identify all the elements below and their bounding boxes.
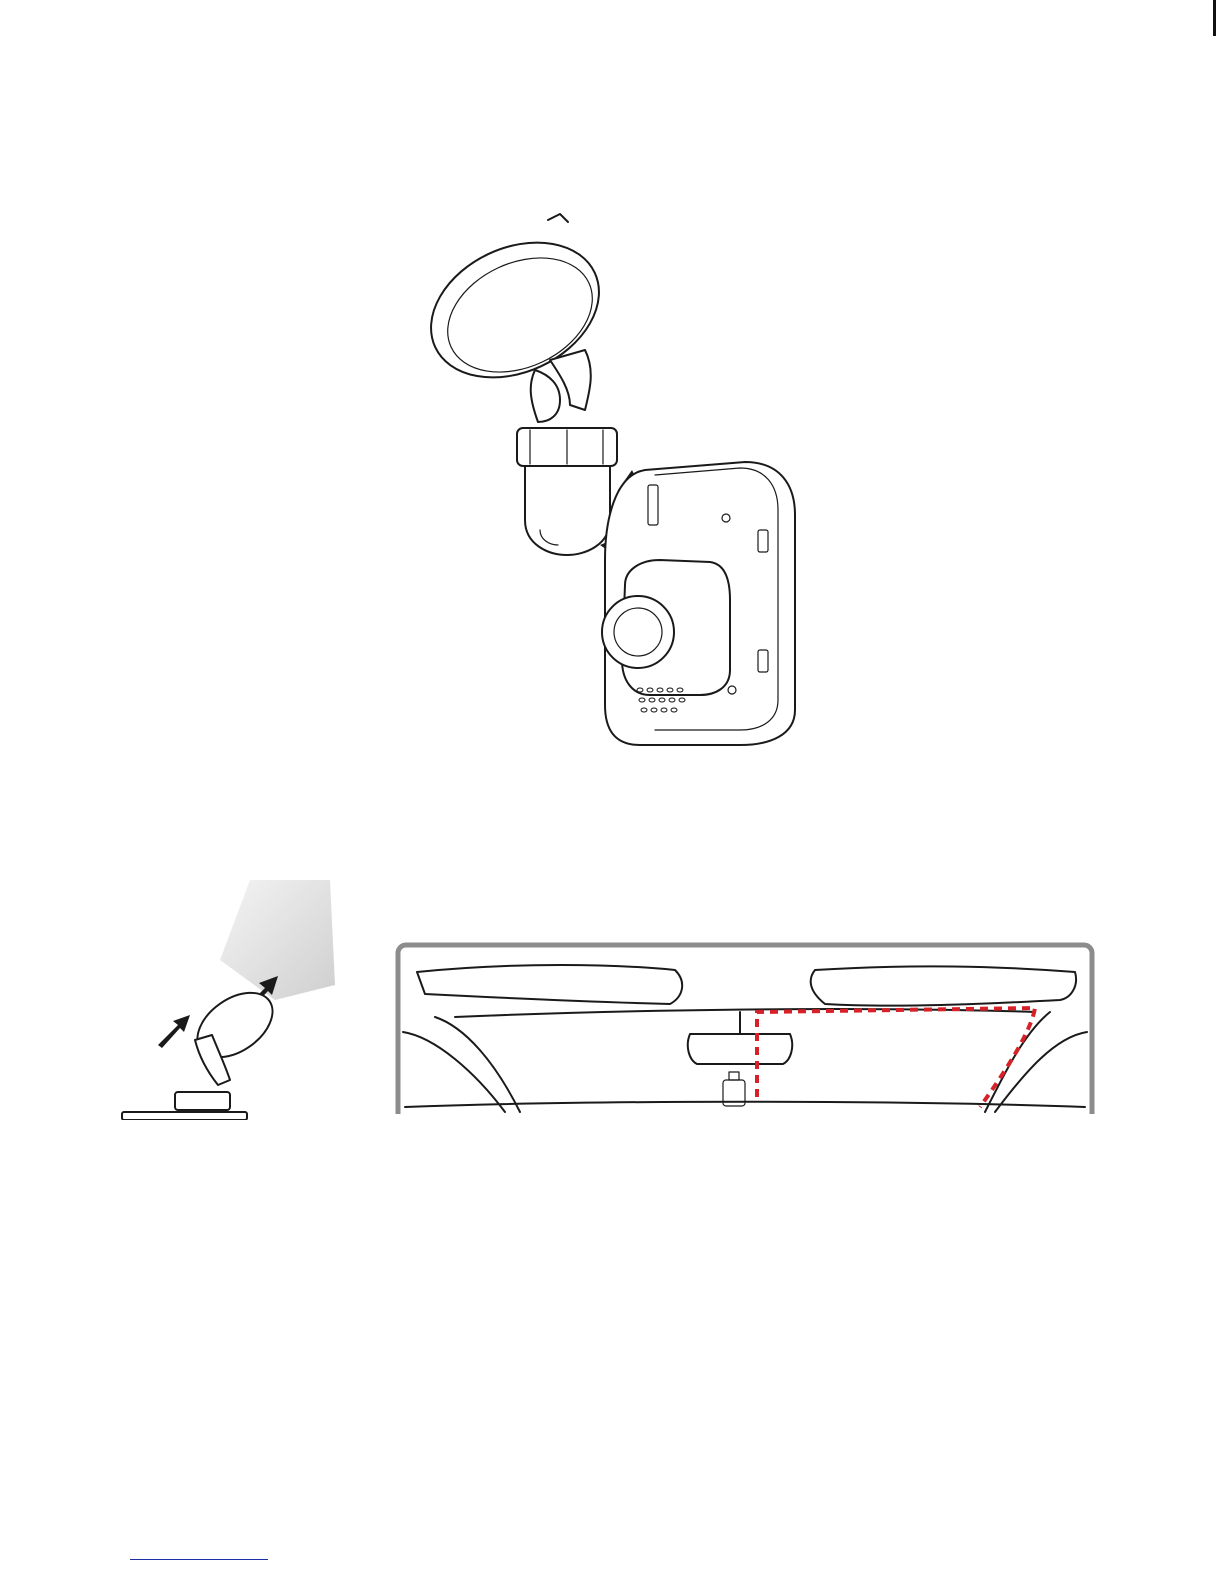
dashcam-with-suction-mount-icon	[410, 200, 810, 760]
cable-routing-figure	[395, 942, 1095, 1114]
suction-cup-apply-icon	[100, 880, 360, 1120]
car-interior-cable-route-icon	[395, 942, 1095, 1114]
mount-attach-figure	[410, 200, 810, 760]
suction-cup-press-figure	[100, 880, 360, 1120]
footer-link-underline	[130, 1559, 268, 1560]
page-edge-line	[1213, 0, 1216, 36]
